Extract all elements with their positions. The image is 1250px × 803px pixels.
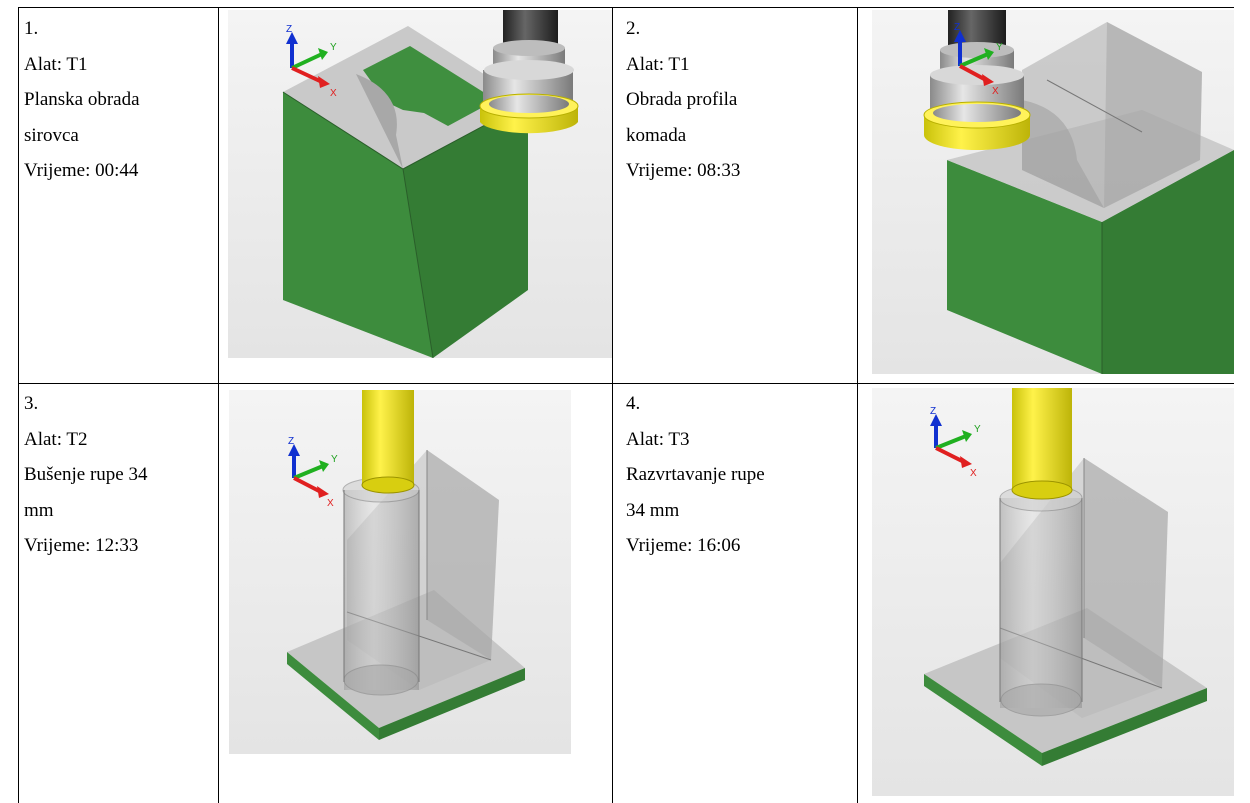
step-tool: Alat: T1 — [24, 53, 88, 75]
step-1-description: 1. Alat: T1 Planska obrada sirovca Vrije… — [24, 11, 140, 189]
workpiece — [947, 22, 1234, 374]
axis-z-label: Z — [288, 436, 294, 447]
reamer-tool — [1011, 388, 1073, 500]
step-operation-line2: komada — [626, 124, 687, 146]
drill-tool — [361, 390, 415, 494]
axis-y-label: Y — [330, 42, 337, 53]
step-operation-line1: Razvrtavanje rupe — [626, 464, 765, 485]
step-tool: Alat: T1 — [626, 53, 690, 75]
workpiece — [282, 26, 529, 358]
table-col-divider-1 — [218, 7, 219, 803]
step-time: Vrijeme: 16:06 — [626, 535, 741, 556]
axis-x-label: X — [330, 88, 337, 99]
axis-triad: Z Y X — [954, 22, 1003, 97]
step-2-simulation-view: Z Y X — [872, 10, 1234, 374]
axis-x-label: X — [970, 468, 977, 479]
step-3-description: 3. Alat: T2 Bušenje rupe 34 mm Vrijeme: … — [24, 386, 147, 564]
axis-y-label: Y — [996, 42, 1003, 53]
step-number: 3. — [24, 393, 39, 414]
step-1-simulation-view: Z Y X — [228, 10, 612, 358]
step-number: 2. — [626, 18, 641, 39]
axis-triad: Z Y X — [930, 406, 981, 479]
table-border-left — [18, 7, 19, 803]
workpiece — [287, 450, 525, 740]
table-border-top — [18, 7, 1234, 8]
table-col-divider-3 — [857, 7, 858, 803]
step-4-description: 4. Alat: T3 Razvrtavanje rupe 34 mm Vrij… — [626, 386, 765, 564]
step-time: Vrijeme: 08:33 — [626, 160, 741, 181]
step-time: Vrijeme: 12:33 — [24, 535, 139, 556]
axis-z-label: Z — [286, 24, 292, 35]
step-time: Vrijeme: 00:44 — [24, 160, 139, 181]
step-operation-line1: Planska obrada — [24, 89, 140, 110]
axis-triad: Z Y X — [288, 436, 338, 509]
axis-x-label: X — [992, 86, 999, 97]
step-operation-line2: mm — [24, 499, 54, 521]
cutting-tool — [479, 10, 579, 134]
step-operation-line2: 34 mm — [626, 499, 680, 521]
axis-y-label: Y — [331, 454, 338, 465]
axis-z-label: Z — [954, 22, 960, 33]
axis-y-label: Y — [974, 424, 981, 435]
step-2-description: 2. Alat: T1 Obrada profila komada Vrijem… — [626, 11, 740, 189]
table-col-divider-2 — [612, 7, 613, 803]
step-3-simulation-view: Z Y X — [229, 390, 571, 754]
step-operation-line1: Bušenje rupe 34 — [24, 464, 148, 485]
step-operation-line1: Obrada profila — [626, 89, 738, 110]
step-tool: Alat: T2 — [24, 428, 88, 450]
axis-z-label: Z — [930, 406, 936, 417]
axis-triad: Z Y X — [286, 24, 337, 99]
axis-x-label: X — [327, 498, 334, 509]
step-number: 1. — [24, 18, 39, 39]
step-tool: Alat: T3 — [626, 428, 690, 450]
step-4-simulation-view: Z Y X — [872, 388, 1234, 796]
step-operation-line2: sirovca — [24, 124, 79, 146]
step-number: 4. — [626, 393, 641, 414]
table-row-divider — [18, 383, 1234, 384]
